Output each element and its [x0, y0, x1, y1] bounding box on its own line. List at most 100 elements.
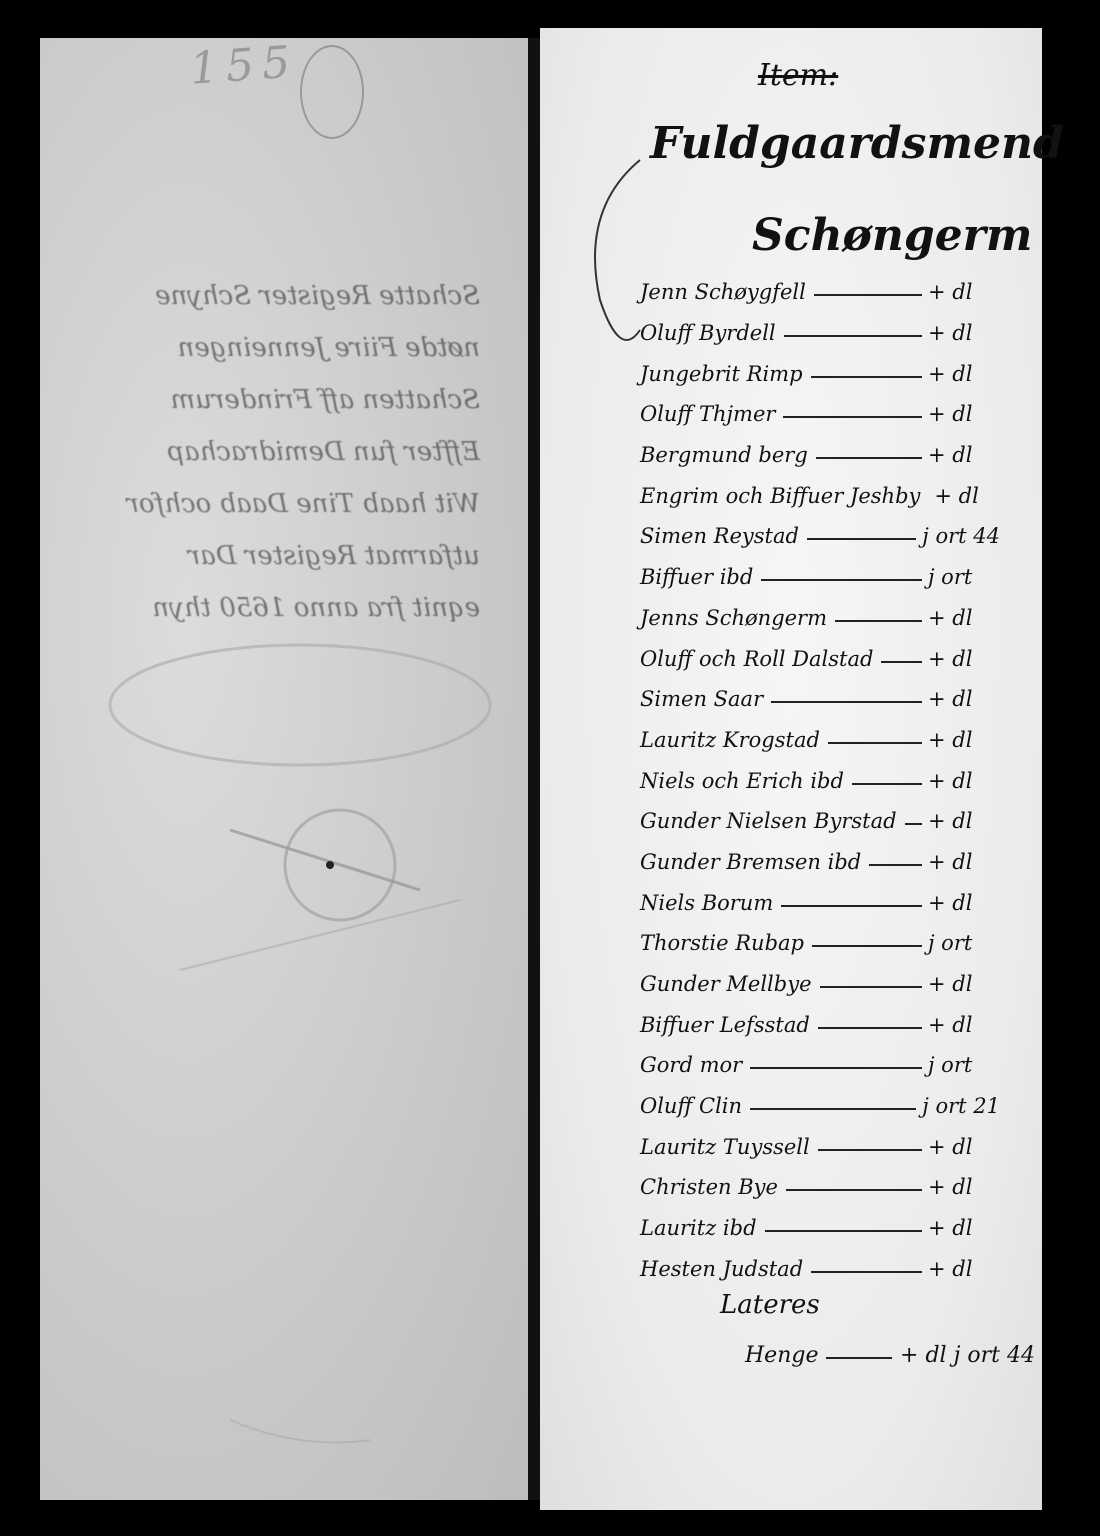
- entry-dash: [819, 986, 922, 989]
- entry-mark: j ort: [928, 931, 973, 956]
- entry-dash: [783, 335, 922, 338]
- list-item: Oluff Clin j ort 21: [640, 1086, 1000, 1127]
- entry-dash: [761, 579, 922, 582]
- entry-name: Christen Bye: [640, 1175, 778, 1200]
- list-item: Bergmund berg + dl: [640, 435, 1000, 476]
- total-mark: + dl j ort 44: [900, 1343, 1035, 1368]
- entry-name: Oluff Byrdell: [640, 321, 776, 346]
- left-margin-flourish: [594, 159, 641, 341]
- entry-dash: [783, 416, 922, 419]
- entry-name: Gunder Bremsen ibd: [640, 849, 862, 874]
- entry-name: Oluff Thjmer: [640, 402, 776, 427]
- entry-mark: + dl: [928, 849, 973, 874]
- total-row: Henge + dl j ort 44: [745, 1343, 1035, 1368]
- entry-name: Engrim och Biffuer Jeshby: [640, 483, 921, 508]
- page-gutter: [528, 38, 540, 1500]
- entry-mark: j ort: [928, 565, 973, 590]
- entry-mark: + dl: [928, 727, 973, 752]
- entry-mark: + dl: [928, 768, 973, 793]
- entry-name: Lauritz Tuyssell: [640, 1134, 810, 1159]
- bleed-line: utfarmat Register Dar: [187, 541, 480, 571]
- entry-mark: j ort 44: [922, 524, 1000, 549]
- folio-circle-stain: [300, 45, 364, 139]
- entry-dash: [764, 1230, 922, 1233]
- bleed-line: Schatten aff Frinderum: [170, 385, 481, 415]
- entry-mark: + dl: [928, 402, 973, 427]
- list-item: Gunder Nielsen Byrstad + dl: [640, 801, 1000, 842]
- entry-dash: [811, 1270, 922, 1273]
- entry-dash: [781, 904, 922, 907]
- entry-dash: [869, 863, 922, 866]
- bleed-line: Wit haab Tine Daab ochfor: [126, 489, 480, 519]
- entry-dash: [750, 1067, 922, 1070]
- entry-name: Niels Borum: [640, 890, 774, 915]
- list-item: Oluff Byrdell + dl: [640, 313, 1000, 354]
- entry-mark: + dl: [928, 1175, 973, 1200]
- list-item: Oluff och Roll Dalstad + dl: [640, 638, 1000, 679]
- entry-dash: [817, 1148, 922, 1151]
- list-item: Biffuer Lefsstad + dl: [640, 1004, 1000, 1045]
- entry-name: Biffuer Lefsstad: [640, 1012, 810, 1037]
- faint-flourish-marks: [108, 643, 492, 1444]
- entry-mark: + dl: [928, 1012, 973, 1037]
- entry-name: Oluff och Roll Dalstad: [640, 646, 874, 671]
- entry-dash: [750, 1108, 917, 1111]
- right-page: [540, 28, 1042, 1510]
- entry-mark: + dl: [928, 972, 973, 997]
- entry-dash: [813, 294, 922, 297]
- entry-name: Bergmund berg: [640, 443, 808, 468]
- entry-dash: [785, 1189, 922, 1192]
- entry-name: Simen Saar: [640, 687, 764, 712]
- list-item: Christen Bye + dl: [640, 1167, 1000, 1208]
- entry-list: Jenn Schøygfell + dl Oluff Byrdell + dl Ju…: [640, 272, 1000, 1289]
- bleed-line: Effter fun Demidrachap: [167, 437, 480, 467]
- entry-name: Hesten Judstad: [640, 1256, 804, 1281]
- list-item: Engrim och Biffuer Jeshby + dl: [640, 475, 1000, 516]
- entry-name: Biffuer ibd: [640, 565, 754, 590]
- entry-mark: + dl: [928, 646, 973, 671]
- entry-mark: + dl: [928, 809, 973, 834]
- entry-name: Lauritz Krogstad: [640, 727, 820, 752]
- entry-name: Simen Reystad: [640, 524, 799, 549]
- list-item: Jungebrit Rimp + dl: [640, 353, 1000, 394]
- entry-dash: [815, 457, 922, 460]
- entry-mark: + dl: [928, 890, 973, 915]
- list-item: Jenns Schøngerm + dl: [640, 598, 1000, 639]
- list-item: Gunder Mellbye + dl: [640, 964, 1000, 1005]
- bleed-line: nøtde Fiire Jenneingen: [177, 333, 480, 363]
- list-item: Lauritz ibd+ dl: [640, 1208, 1000, 1249]
- entry-name: Jenn Schøygfell: [640, 280, 806, 305]
- page-title: Fuldgaardsmend: [650, 118, 1064, 169]
- entry-mark: + dl: [928, 443, 973, 468]
- total-name: Henge: [745, 1343, 819, 1368]
- entry-mark: + dl: [928, 280, 973, 305]
- entry-dash: [810, 375, 922, 378]
- bleed-line: Schatte Register Schyne: [155, 281, 480, 311]
- list-item: Niels och Erich ibd + dl: [640, 760, 1000, 801]
- entry-dash: [851, 782, 922, 785]
- bleed-through-text: Schatte Register Schyne nøtde Fiire Jenn…: [60, 270, 480, 634]
- list-item: Lauritz Tuyssell+ dl: [640, 1126, 1000, 1167]
- entry-mark: + dl: [928, 1216, 973, 1241]
- entry-name: Niels och Erich ibd: [640, 768, 844, 793]
- entry-mark: + dl: [928, 687, 973, 712]
- list-item: Thorstie Rubap j ort: [640, 923, 1000, 964]
- entry-dash: [771, 701, 922, 704]
- entry-name: Gunder Mellbye: [640, 972, 812, 997]
- entry-mark: + dl: [928, 605, 973, 630]
- entry-name: Gord mor: [640, 1053, 743, 1078]
- entry-name: Oluff Clin: [640, 1094, 743, 1119]
- entry-mark: + dl: [928, 321, 973, 346]
- entry-mark: + dl: [928, 361, 973, 386]
- entry-mark: j ort 21: [922, 1094, 1000, 1119]
- lateres-label: Lateres: [720, 1290, 820, 1320]
- entry-dash: [904, 823, 922, 826]
- entry-name: Jenns Schøngerm: [640, 605, 828, 630]
- entry-name: Jungebrit Rimp: [640, 361, 803, 386]
- entry-name: Thorstie Rubap: [640, 931, 804, 956]
- entry-name: Gunder Nielsen Byrstad: [640, 809, 897, 834]
- list-item: Simen Reystad j ort 44: [640, 516, 1000, 557]
- entry-mark: + dl: [934, 483, 979, 508]
- entry-dash: [881, 660, 922, 663]
